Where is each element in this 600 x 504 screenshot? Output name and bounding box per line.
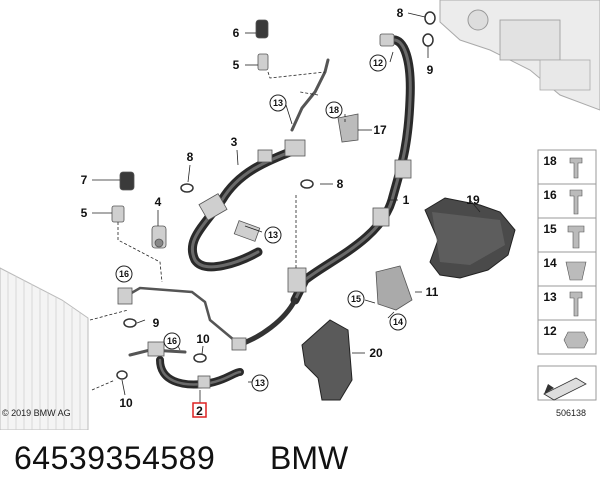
part-number: 64539354589 <box>14 440 216 476</box>
callout-16-top: 16 <box>119 269 129 279</box>
circled-callouts: 12 13 18 13 16 15 14 16 13 <box>115 54 407 392</box>
leader-lines <box>89 12 481 403</box>
callout-1: 1 <box>403 193 410 207</box>
drawing-number: 506138 <box>556 408 586 418</box>
o-rings <box>116 11 436 380</box>
callout-10-bottom: 10 <box>119 396 133 410</box>
copyright: © 2019 BMW AG <box>2 408 71 418</box>
callout-9-left: 9 <box>153 316 160 330</box>
callout-8-mid: 8 <box>187 150 194 164</box>
fastener-legend: 18 16 15 14 13 12 <box>537 149 597 401</box>
parts-diagram: 6 5 8 9 17 3 8 8 7 5 4 1 19 11 9 10 20 1… <box>0 0 600 430</box>
compressor-illustration <box>439 0 600 111</box>
arrow-icon <box>543 377 587 401</box>
callout-11: 11 <box>426 285 439 299</box>
legend-label-13: 13 <box>543 290 557 304</box>
callout-9-top: 9 <box>427 63 434 77</box>
callout-4: 4 <box>155 195 162 209</box>
nut-icon <box>563 331 589 349</box>
screw-icon <box>569 291 583 317</box>
callout-5-left: 5 <box>81 206 88 220</box>
legend-label-18: 18 <box>543 154 557 168</box>
callout-16-bottom: 16 <box>167 336 177 346</box>
callout-18-circle: 18 <box>329 105 339 115</box>
callout-13-top: 13 <box>273 98 283 108</box>
callout-3: 3 <box>231 135 238 149</box>
bolt-icon <box>569 157 583 179</box>
arrow-head-icon <box>544 384 554 394</box>
clip-nut-icon <box>565 261 587 281</box>
legend-label-14: 14 <box>543 256 557 270</box>
legend-label-15: 15 <box>543 222 557 236</box>
callout-13-bottom: 13 <box>255 378 265 388</box>
brand-name: BMW <box>270 440 349 476</box>
callout-5-top: 5 <box>233 58 240 72</box>
callout-12-circle: 12 <box>373 58 383 68</box>
fittings <box>111 19 413 389</box>
callout-2: 2 <box>196 404 203 418</box>
heat-shield-19 <box>424 197 516 279</box>
bolt-icon <box>567 225 585 249</box>
footer: 64539354589 BMW <box>0 436 600 496</box>
legend-label-12: 12 <box>543 324 557 338</box>
callout-15-circle: 15 <box>351 294 361 304</box>
callout-20: 20 <box>369 346 383 360</box>
callout-13-mid: 13 <box>268 230 278 240</box>
highlighted-callout-2: 2 <box>192 402 207 418</box>
condenser-illustration <box>0 267 89 430</box>
callout-7: 7 <box>81 173 88 187</box>
screw-icon <box>569 189 583 215</box>
callout-19: 19 <box>466 193 480 207</box>
callout-10-mid: 10 <box>196 332 210 346</box>
callout-14-circle: 14 <box>393 317 403 327</box>
callout-8-right: 8 <box>337 177 344 191</box>
callout-8-top: 8 <box>397 6 404 20</box>
hose-lines <box>126 35 415 389</box>
callout-17: 17 <box>373 123 387 137</box>
callout-6: 6 <box>233 26 240 40</box>
bracket-20 <box>301 319 353 401</box>
legend-label-16: 16 <box>543 188 557 202</box>
